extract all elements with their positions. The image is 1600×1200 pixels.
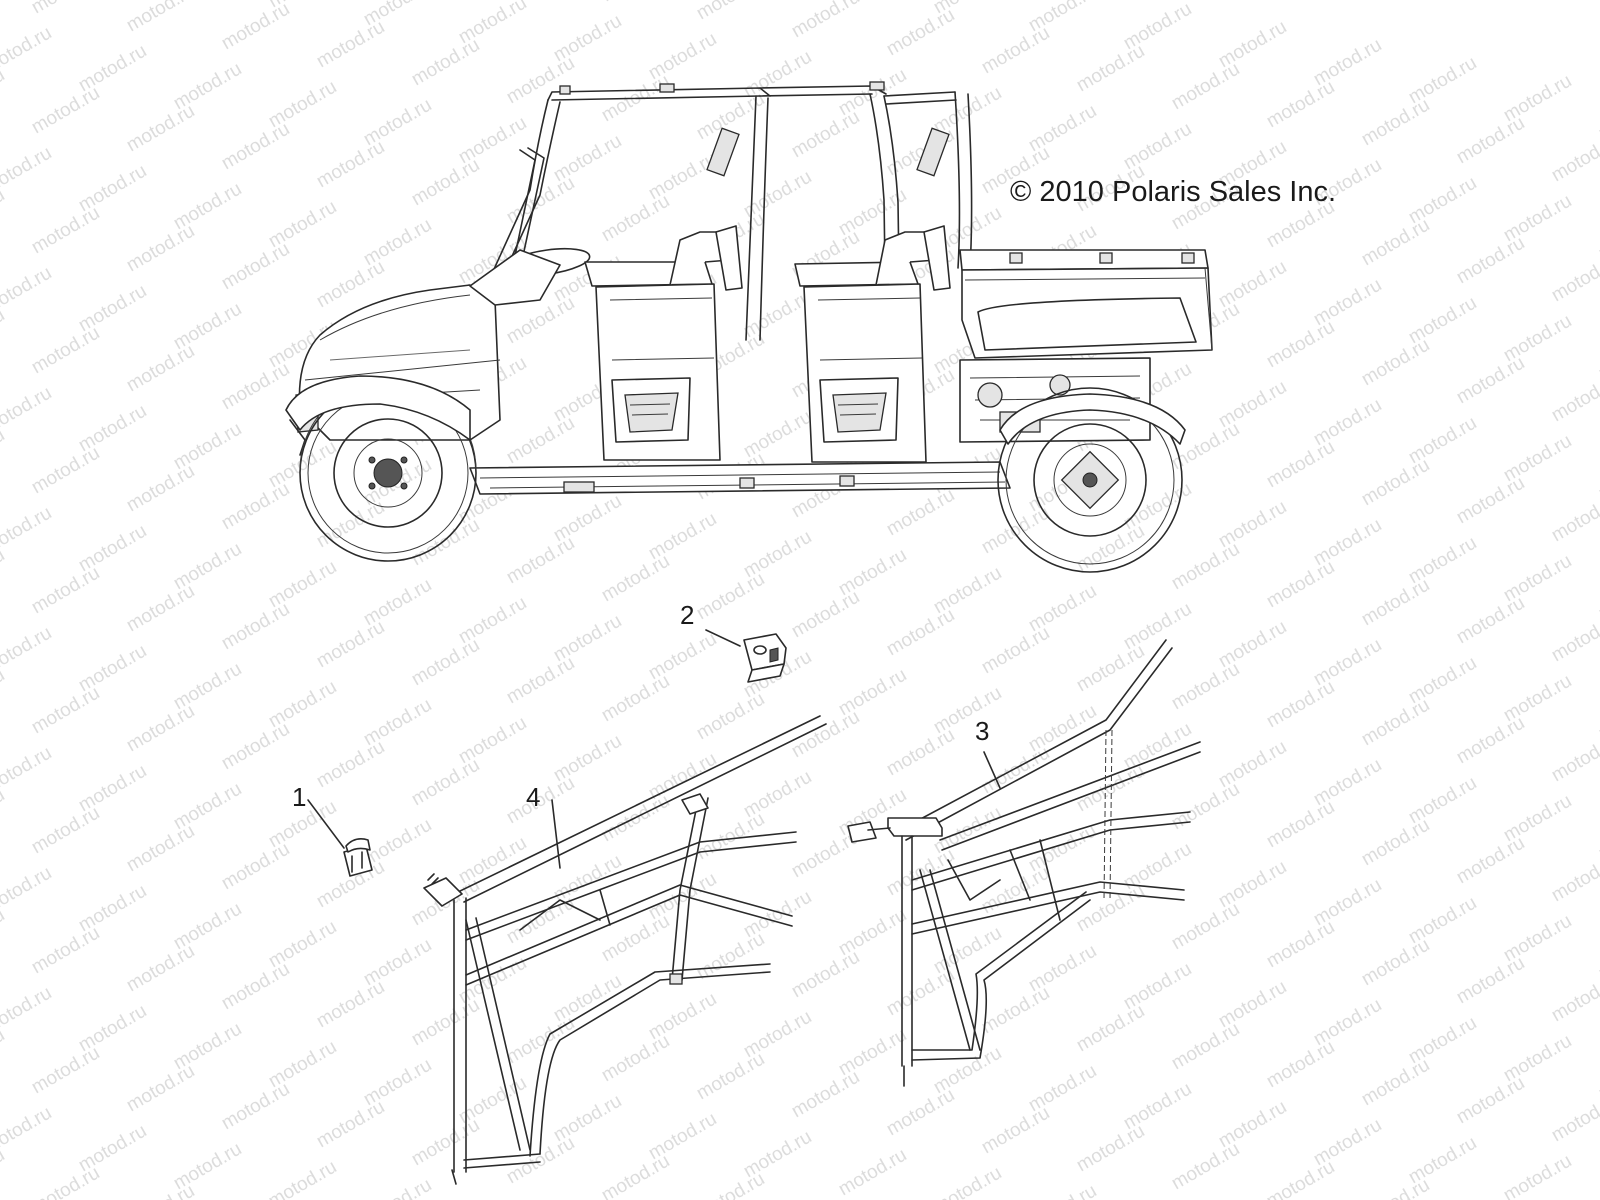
cargo-bed — [959, 249, 1213, 359]
rear-seat — [794, 225, 951, 463]
callout-1: 1 — [292, 782, 307, 812]
callout-3: 3 — [975, 716, 990, 746]
callout-4: 4 — [526, 782, 541, 812]
floor-frame — [469, 461, 1011, 495]
part-4-door-frame — [423, 715, 827, 1185]
copyright-notice: © 2010 Polaris Sales Inc. — [1010, 176, 1337, 208]
rear-wheel — [997, 387, 1186, 573]
vehicle-side-view — [285, 81, 1213, 573]
part-1-clip — [307, 799, 373, 877]
rops-roll-cage — [479, 81, 973, 341]
front-body — [289, 247, 591, 456]
callout-2: 2 — [680, 600, 695, 630]
front-seat — [584, 225, 743, 461]
part-3-door-frame — [847, 639, 1201, 1087]
front-wheel — [285, 375, 477, 562]
part-2-bracket — [705, 629, 787, 683]
